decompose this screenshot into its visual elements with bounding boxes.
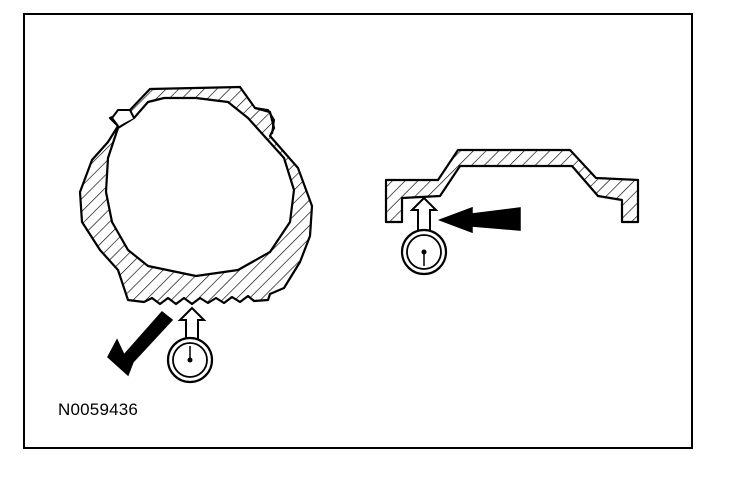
- wheel-cross-section-icon: [78, 85, 314, 306]
- dial-indicator-icon: [166, 336, 214, 384]
- dial-indicator-icon: [400, 228, 448, 276]
- push-arrow-icon: [409, 196, 439, 233]
- figure-frame: [23, 13, 693, 449]
- direction-arrow-icon: [437, 206, 521, 234]
- figure-id-label: N0059436: [58, 400, 139, 419]
- direction-arrow-icon: [107, 310, 174, 377]
- hub-cap-cross-section-icon: [384, 148, 640, 224]
- push-arrow-icon: [177, 306, 207, 343]
